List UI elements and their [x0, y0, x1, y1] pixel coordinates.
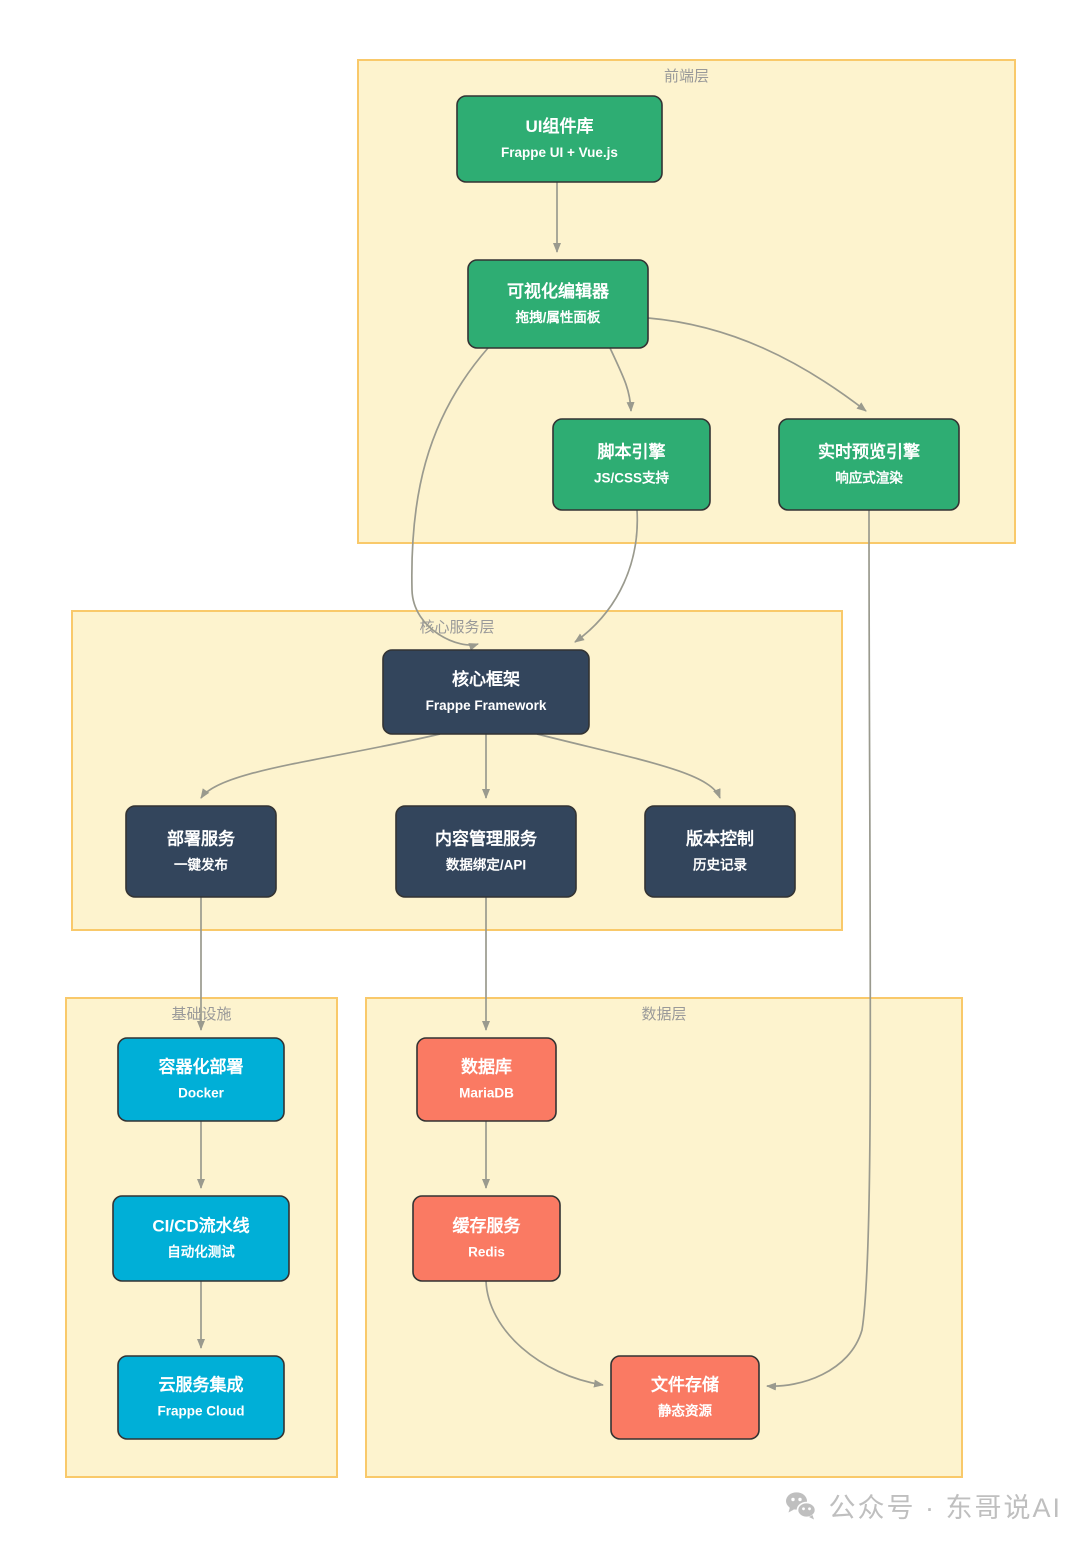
watermark: 公众号 · 东哥说AI	[784, 1486, 1062, 1525]
node-subtitle-ui-lib: Frappe UI + Vue.js	[501, 145, 618, 160]
node-box-cloud[interactable]	[117, 1355, 285, 1440]
node-box-cms-service[interactable]	[395, 805, 577, 898]
edge-cache-to-file-storage	[485, 1280, 604, 1388]
node-boxes: UI组件库 Frappe UI + Vue.js 可视化编辑器拖拽/属性面板脚本引擎…	[112, 95, 960, 1440]
node-subtitle-cicd: 自动化测试	[167, 1244, 235, 1260]
node-core-framework[interactable]: 核心框架 Frappe Framework	[382, 649, 590, 735]
node-subtitle-database: MariaDB	[459, 1086, 514, 1101]
node-title-database: 数据库	[461, 1057, 512, 1077]
node-box-version-ctrl[interactable]	[644, 805, 796, 898]
node-box-cicd[interactable]	[112, 1195, 290, 1282]
layer-title-data: 数据层	[641, 1006, 686, 1023]
edge-core-framework-to-deploy-service	[200, 733, 441, 799]
edge-visual-editor-to-script-engine	[609, 347, 635, 412]
node-database[interactable]: 数据库 MariaDB	[416, 1037, 557, 1122]
edge-connectors	[197, 182, 872, 1391]
edge-preview-engine-to-file-storage	[766, 509, 872, 1391]
node-title-ui-lib: UI组件库	[526, 116, 594, 136]
node-subtitle-cloud: Frappe Cloud	[158, 1404, 245, 1419]
node-title-script-engine: 脚本引擎	[598, 442, 667, 462]
node-script-engine[interactable]: 脚本引擎 JS/CSS支持	[552, 418, 711, 511]
node-box-ui-lib[interactable]	[456, 95, 663, 183]
node-title-file-storage: 文件存储	[651, 1375, 719, 1395]
node-box-core-framework[interactable]	[382, 649, 590, 735]
node-ui-lib[interactable]: UI组件库 Frappe UI + Vue.js	[456, 95, 663, 183]
node-subtitle-core-framework: Frappe Framework	[426, 698, 547, 713]
layer-title-core: 核心服务层	[419, 619, 494, 636]
node-box-docker[interactable]	[117, 1037, 285, 1122]
node-title-cache: 缓存服务	[453, 1216, 522, 1236]
node-box-database[interactable]	[416, 1037, 557, 1122]
node-box-preview-engine[interactable]	[778, 418, 960, 511]
node-box-file-storage[interactable]	[610, 1355, 760, 1440]
edge-visual-editor-to-preview-engine	[647, 317, 867, 412]
node-subtitle-preview-engine: 响应式渲染	[835, 470, 903, 486]
node-box-cache[interactable]	[412, 1195, 561, 1282]
node-title-version-ctrl: 版本控制	[686, 829, 754, 849]
wechat-icon	[784, 1489, 818, 1523]
node-subtitle-visual-editor: 拖拽/属性面板	[516, 309, 601, 325]
node-subtitle-docker: Docker	[178, 1086, 225, 1101]
layer-title-frontend: 前端层	[664, 68, 709, 85]
node-title-deploy-service: 部署服务	[167, 829, 236, 849]
node-subtitle-file-storage: 静态资源	[658, 1403, 712, 1419]
node-title-core-framework: 核心框架	[452, 669, 520, 689]
node-cloud[interactable]: 云服务集成 Frappe Cloud	[117, 1355, 285, 1440]
node-cache[interactable]: 缓存服务 Redis	[412, 1195, 561, 1282]
node-title-cms-service: 内容管理服务	[435, 829, 538, 849]
edge-script-engine-to-core-framework	[574, 509, 639, 643]
node-box-deploy-service[interactable]	[125, 805, 277, 898]
edge-visual-editor-to-core-framework	[410, 347, 489, 651]
node-box-script-engine[interactable]	[552, 418, 711, 511]
edge-core-framework-to-version-ctrl	[536, 733, 721, 799]
node-title-preview-engine: 实时预览引擎	[818, 442, 921, 462]
node-title-cloud: 云服务集成	[159, 1375, 244, 1395]
watermark-text: 公众号 · 东哥说AI	[828, 1493, 1062, 1523]
node-subtitle-script-engine: JS/CSS支持	[594, 470, 670, 486]
node-title-visual-editor: 可视化编辑器	[507, 281, 610, 301]
node-subtitle-cms-service: 数据绑定/API	[446, 857, 526, 873]
node-title-docker: 容器化部署	[159, 1057, 244, 1077]
node-docker[interactable]: 容器化部署 Docker	[117, 1037, 285, 1122]
node-subtitle-cache: Redis	[468, 1245, 505, 1260]
node-title-cicd: CI/CD流水线	[152, 1216, 249, 1236]
node-box-visual-editor[interactable]	[467, 259, 649, 349]
node-subtitle-deploy-service: 一键发布	[174, 857, 228, 873]
node-subtitle-version-ctrl: 历史记录	[693, 858, 747, 873]
